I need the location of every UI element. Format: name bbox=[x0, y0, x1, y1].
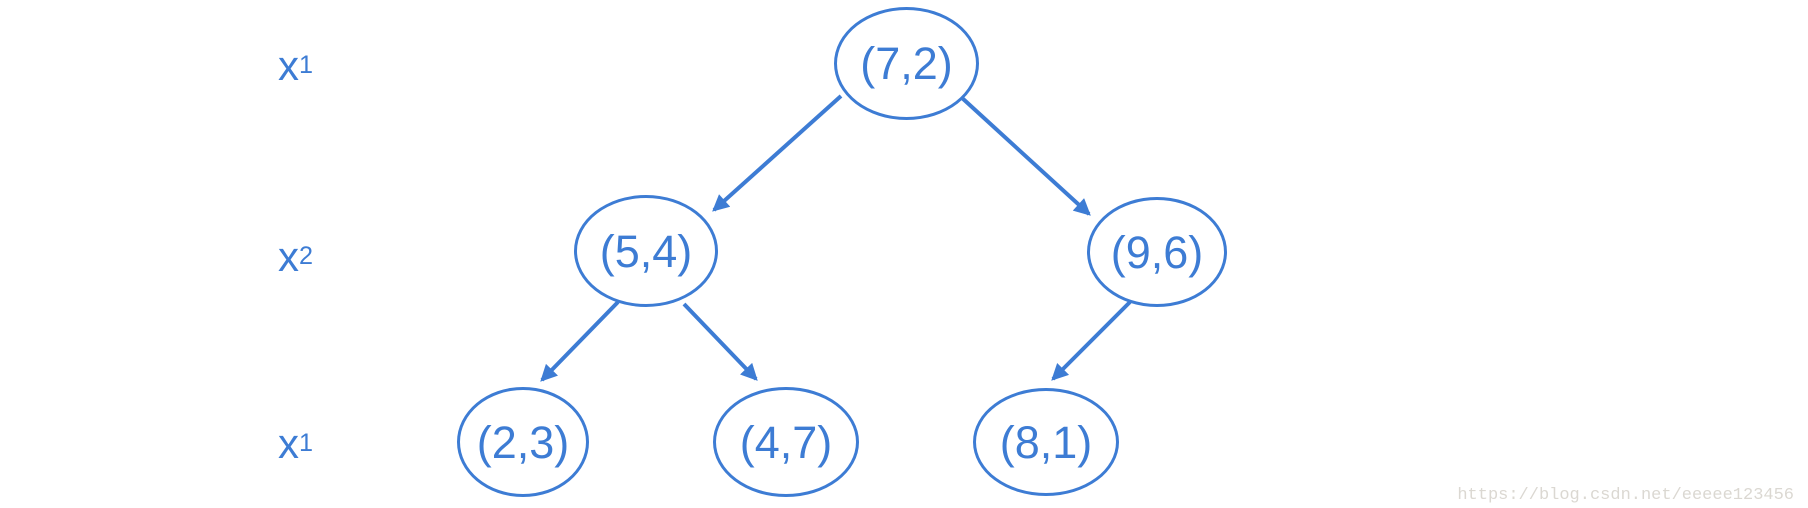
node-label: (2,3) bbox=[476, 416, 570, 468]
node-label: (8,1) bbox=[999, 416, 1093, 468]
node-label: (7,2) bbox=[860, 38, 953, 89]
axis-subscript: 1 bbox=[299, 51, 314, 80]
edge-9-6-to-8-1 bbox=[1051, 300, 1132, 381]
axis-letter: x bbox=[278, 420, 299, 467]
tree-node-9-6: (9,6) bbox=[1087, 197, 1227, 307]
edge-5-4-to-2-3 bbox=[540, 300, 620, 382]
node-label: (5,4) bbox=[599, 225, 693, 277]
axis-letter: x bbox=[278, 233, 299, 280]
edge-7-2-to-5-4 bbox=[712, 94, 843, 212]
watermark-text: https://blog.csdn.net/eeeee123456 bbox=[1457, 486, 1794, 505]
axis-subscript: 2 bbox=[299, 242, 314, 271]
tree-node-5-4: (5,4) bbox=[574, 195, 718, 307]
tree-node-2-3: (2,3) bbox=[457, 387, 589, 497]
node-label: (9,6) bbox=[1110, 226, 1204, 278]
edge-5-4-to-4-7 bbox=[682, 302, 758, 381]
edge-7-2-to-9-6 bbox=[959, 95, 1091, 216]
tree-node-8-1: (8,1) bbox=[973, 388, 1119, 496]
axis-letter: x bbox=[278, 42, 299, 89]
tree-node-7-2: (7,2) bbox=[834, 7, 979, 120]
tree-node-4-7: (4,7) bbox=[713, 387, 859, 497]
axis-subscript: 1 bbox=[299, 429, 314, 458]
node-label: (4,7) bbox=[739, 416, 833, 468]
